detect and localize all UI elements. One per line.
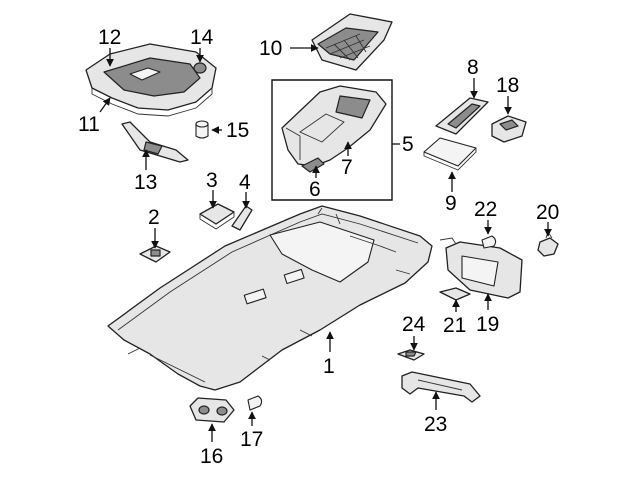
callout-14: 14 [190,26,214,49]
bracket-part-13 [121,121,189,163]
pad-part-3 [199,203,235,230]
sensor-part-18 [491,115,527,143]
callout-4: 4 [239,171,251,194]
overhead-console-frame [271,79,393,201]
headliner-part [107,205,433,391]
lens-part-6 [301,157,325,173]
callout-23: 23 [424,413,447,436]
mirror-part-9 [423,137,477,171]
map-lamp-housing-part-11 [85,43,217,117]
callout-9: 9 [445,192,457,215]
lamp-part-16 [189,397,235,423]
strip-part-4 [231,205,253,231]
bushing-part-15 [195,120,209,139]
clip-part-24 [397,349,425,361]
callout-7: 7 [341,156,353,179]
callout-21: 21 [443,314,466,337]
overhead-console-part-7 [281,85,387,167]
sun-visor-part-19 [439,237,523,299]
callout-19: 19 [476,313,499,336]
callout-17: 17 [240,428,263,451]
callout-6: 6 [309,178,321,201]
callout-8: 8 [467,56,479,79]
callout-16: 16 [200,445,223,468]
clip-part-22 [481,235,497,249]
lamp-bulb-part-14 [193,62,207,74]
clip-part-2 [139,245,171,263]
callout-20: 20 [536,201,559,224]
callout-5: 5 [402,133,414,156]
callout-24: 24 [402,313,426,336]
cover-part-8 [435,97,489,135]
assist-grip-part-23 [401,371,481,403]
callout-12: 12 [98,26,121,49]
callout-3: 3 [206,169,218,192]
bulb-part-17 [247,395,263,411]
callout-10: 10 [259,37,282,60]
callout-13: 13 [134,171,157,194]
callout-18: 18 [496,74,519,97]
leader-11 [99,97,111,113]
pad-part-21 [439,287,471,301]
bracket-part-10 [311,13,393,71]
callout-15: 15 [226,119,249,142]
callout-1: 1 [323,355,335,378]
callout-2: 2 [148,206,160,229]
callout-11: 11 [78,113,100,136]
callout-22: 22 [474,198,497,221]
